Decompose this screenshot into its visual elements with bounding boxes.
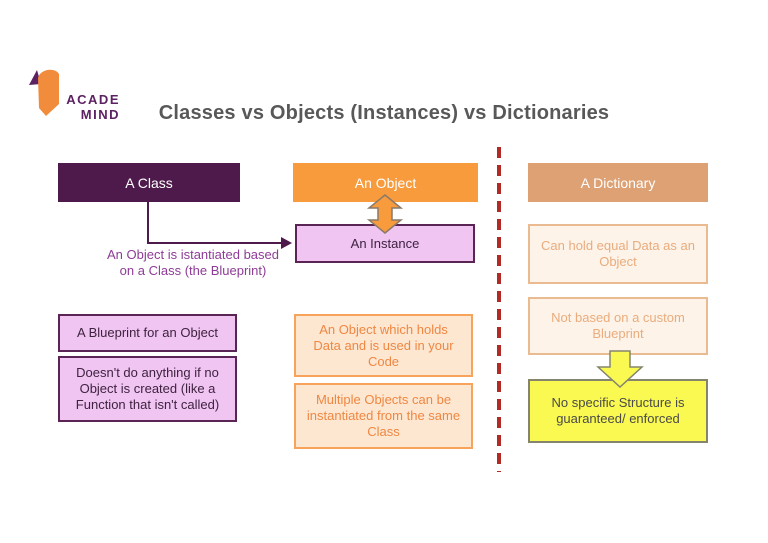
instantiation-arrow: [147, 200, 292, 249]
dictionary-highlight-box: No specific Structure is guaranteed/ enf…: [528, 379, 708, 443]
object-note-multiple-text: Multiple Objects can be instantiated fro…: [306, 392, 461, 439]
page-title: Classes vs Objects (Instances) vs Dictio…: [158, 102, 610, 124]
logo-text-acade: ACADE: [66, 92, 120, 107]
up-down-arrow-icon: [366, 194, 404, 234]
object-note-multiple: Multiple Objects can be instantiated fro…: [294, 383, 473, 449]
class-note-blueprint-text: A Blueprint for an Object: [77, 325, 218, 340]
academind-logo-icon: [29, 69, 59, 116]
object-header-label: An Object: [354, 174, 417, 191]
dictionary-note-equal-data: Can hold equal Data as an Object: [528, 224, 708, 284]
class-note-no-object: Doesn't do anything if no Object is crea…: [58, 356, 237, 422]
class-header-box: A Class: [58, 163, 240, 202]
instance-label: An Instance: [350, 235, 420, 251]
object-note-holds-data: An Object which holds Data and is used i…: [294, 314, 473, 377]
dictionary-header-box: A Dictionary: [528, 163, 708, 202]
class-header-label: A Class: [125, 174, 173, 191]
dictionary-highlight-text: No specific Structure is guaranteed/ enf…: [551, 395, 685, 426]
logo-text-mind: MIND: [80, 107, 120, 122]
class-note-no-object-text: Doesn't do anything if no Object is crea…: [75, 365, 220, 412]
down-arrow-icon: [596, 350, 644, 388]
instantiation-caption: An Object is istantiated based on a Clas…: [107, 247, 279, 278]
academind-logo: ACADE MIND: [28, 66, 148, 128]
divider-dashed-line: [497, 147, 501, 472]
dictionary-note-no-blueprint-text: Not based on a custom Blueprint: [551, 310, 685, 341]
dictionary-note-no-blueprint: Not based on a custom Blueprint: [528, 297, 708, 355]
object-note-holds-data-text: An Object which holds Data and is used i…: [313, 321, 454, 369]
dictionary-note-equal-data-text: Can hold equal Data as an Object: [541, 238, 695, 269]
class-note-blueprint: A Blueprint for an Object: [58, 314, 237, 352]
dictionary-header-label: A Dictionary: [580, 174, 656, 191]
